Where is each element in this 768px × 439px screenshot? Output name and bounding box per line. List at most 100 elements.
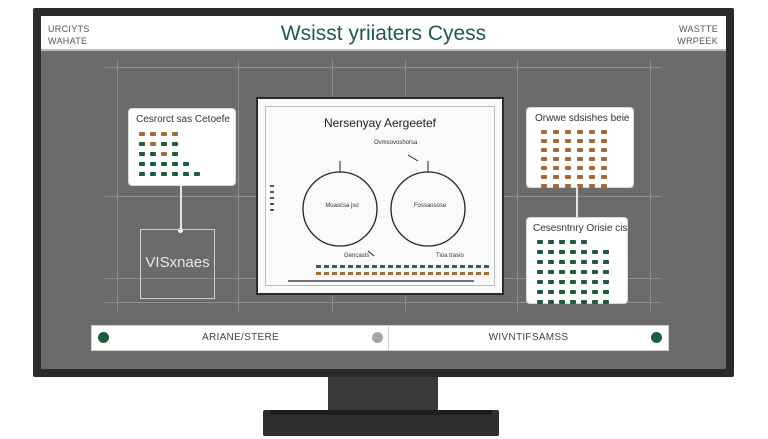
header-left-line-2: WAHATE (48, 36, 88, 46)
grid-line (650, 60, 651, 312)
lower-left-label: Gencasts (344, 253, 370, 259)
matrix-dot (183, 152, 189, 156)
left-card-dot-matrix (139, 132, 200, 176)
matrix-dot (553, 148, 559, 152)
matrix-dot (194, 152, 200, 156)
matrix-dot (565, 184, 571, 188)
venn-circle-right (390, 171, 466, 247)
matrix-dot (603, 260, 609, 264)
matrix-dot (548, 250, 554, 254)
dash-mark (380, 272, 385, 275)
header-right-line-1: WASTTE (679, 24, 718, 34)
matrix-dot (537, 260, 543, 264)
left-data-card[interactable]: Cesrorct sas Cetoefe (128, 108, 236, 186)
matrix-dot (161, 152, 167, 156)
dash-mark (380, 265, 385, 268)
matrix-dot (589, 157, 595, 161)
window-header: URCIYTS WAHATE Wsisst yriiaters Cyess WA… (41, 16, 726, 51)
header-left-line-1: URCIYTS (48, 24, 90, 34)
dash-mark (404, 272, 409, 275)
matrix-dot (150, 152, 156, 156)
matrix-dot (194, 172, 200, 176)
matrix-dot (553, 166, 559, 170)
matrix-dot (592, 250, 598, 254)
matrix-dot (589, 148, 595, 152)
matrix-dot (150, 172, 156, 176)
dash-mark (332, 272, 337, 275)
matrix-dot (553, 175, 559, 179)
dash-mark (364, 272, 369, 275)
matrix-dot (559, 260, 565, 264)
matrix-dot (592, 300, 598, 304)
matrix-dot (139, 132, 145, 136)
matrix-dot (601, 166, 607, 170)
matrix-dot (541, 175, 547, 179)
connector-line (576, 186, 578, 220)
right-top-data-card[interactable]: Orwwe sdsishes beie (526, 107, 634, 188)
matrix-dot (565, 175, 571, 179)
bottom-bar-right[interactable]: WIVNTIFSAMSS (388, 325, 669, 351)
matrix-dot (548, 280, 554, 284)
matrix-dot (172, 152, 178, 156)
matrix-dot (559, 270, 565, 274)
grid-line (238, 60, 239, 312)
matrix-dot (183, 162, 189, 166)
dash-mark (428, 265, 433, 268)
dash-mark (484, 265, 489, 268)
matrix-dot (150, 132, 156, 136)
circle-left-label: Moascsa jso (325, 203, 359, 209)
matrix-dot (150, 142, 156, 146)
dash-mark (468, 272, 473, 275)
right-bottom-dot-matrix (537, 240, 609, 304)
matrix-dot (183, 142, 189, 146)
matrix-dot (570, 240, 576, 244)
matrix-dot (570, 250, 576, 254)
matrix-dot (570, 270, 576, 274)
dash-mark (436, 272, 441, 275)
matrix-dot (601, 130, 607, 134)
dash-mark (356, 272, 361, 275)
matrix-dot (592, 290, 598, 294)
matrix-dot (559, 240, 565, 244)
matrix-dot (559, 290, 565, 294)
bottom-bar-left[interactable]: ARIANE/STERE (91, 325, 390, 351)
matrix-dot (589, 166, 595, 170)
matrix-dot (194, 162, 200, 166)
matrix-dot (589, 139, 595, 143)
dash-mark (476, 272, 481, 275)
matrix-dot (577, 175, 583, 179)
matrix-dot (577, 166, 583, 170)
matrix-dot (559, 250, 565, 254)
dash-mark (348, 272, 353, 275)
matrix-dot (565, 148, 571, 152)
matrix-dot (592, 240, 598, 244)
matrix-dot (541, 148, 547, 152)
right-bottom-data-card[interactable]: Cesesntnry Orisie cis (526, 217, 628, 304)
center-panel[interactable]: Nersenyay Aergeetef Ovmsovoshorsa Moascs… (256, 97, 504, 295)
lower-right-label: Tioa trasio (436, 253, 464, 259)
matrix-dot (577, 130, 583, 134)
connector-node (178, 228, 183, 233)
dash-mark (356, 265, 361, 268)
matrix-dot (559, 300, 565, 304)
dash-mark (340, 272, 345, 275)
left-card-title: Cesrorct sas Cetoefe (136, 114, 230, 125)
visxnaes-box[interactable]: VISxnaes (140, 229, 215, 299)
right-top-dot-matrix (541, 130, 607, 188)
circle-right-label: Fossaosose (413, 203, 447, 209)
dash-mark (396, 272, 401, 275)
matrix-dot (577, 139, 583, 143)
dash-mark (420, 272, 425, 275)
matrix-dot (548, 300, 554, 304)
matrix-dot (565, 157, 571, 161)
matrix-dot (194, 132, 200, 136)
dash-mark (364, 265, 369, 268)
matrix-dot (161, 132, 167, 136)
matrix-dot (581, 290, 587, 294)
matrix-dot (194, 142, 200, 146)
dash-mark (468, 265, 473, 268)
dash-mark (460, 265, 465, 268)
matrix-dot (570, 260, 576, 264)
monitor-screen: URCIYTS WAHATE Wsisst yriiaters Cyess WA… (41, 16, 726, 369)
matrix-dot (548, 270, 554, 274)
